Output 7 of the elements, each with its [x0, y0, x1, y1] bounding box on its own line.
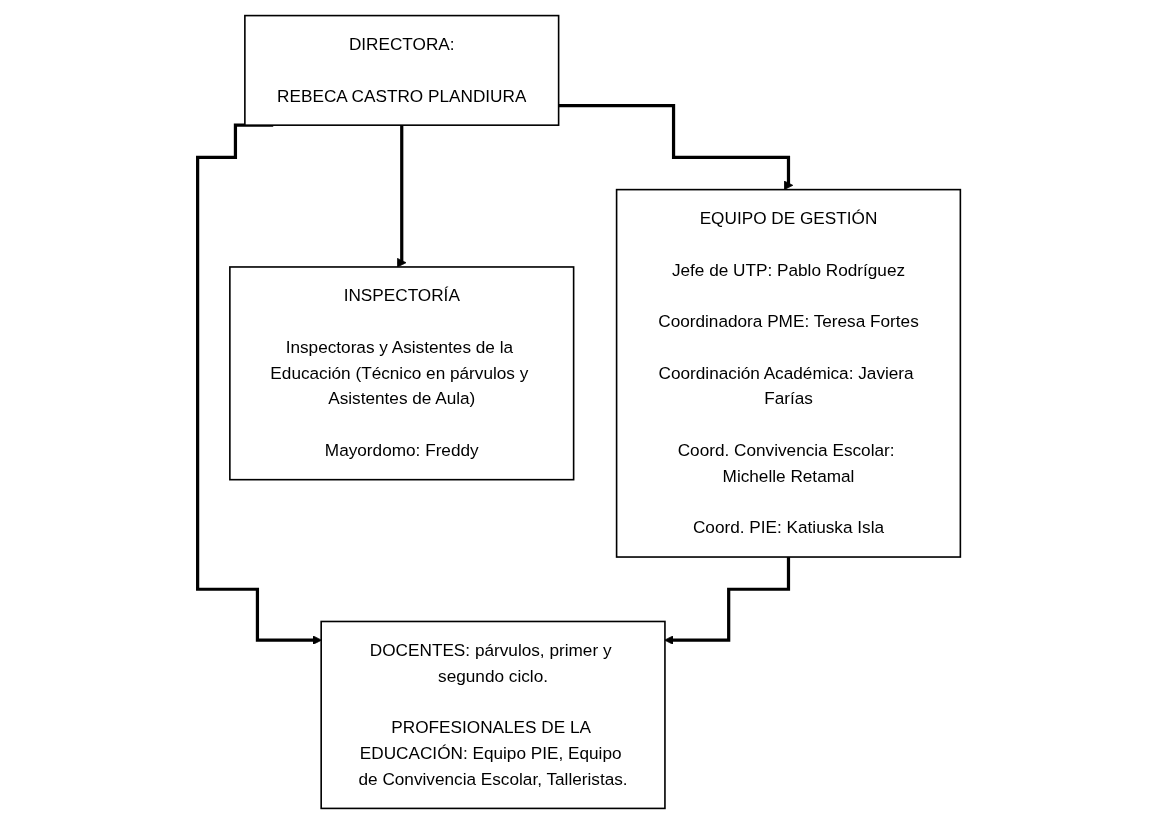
node-box: DIRECTORA: REBECA CASTRO PLANDIURA [244, 14, 560, 126]
node-box: EQUIPO DE GESTIÓN Jefe de UTP: Pablo Rodríguez Coordinadora PME: Teresa Fortes Coordinación Académica: Javiera Farías Coord. Convivencia Escolar: Michelle Retamal Coord. PIE: Katiuska Isla [615, 188, 962, 558]
node-box: DOCENTES: párvulos, primer y segundo ciclo. PROFESIONALES DE LA EDUCACIÓN: Equipo PIE, Equipo de Convivencia Escolar, Talleristas. [320, 620, 666, 809]
arrow [196, 123, 322, 645]
arrow [397, 123, 407, 267]
node-box: INSPECTORÍA Inspectoras y Asistentes de la Educación (Técnico en párvulos y Asistentes de Aula) Mayordomo: Freddy [229, 265, 575, 480]
arrow [558, 103, 794, 190]
